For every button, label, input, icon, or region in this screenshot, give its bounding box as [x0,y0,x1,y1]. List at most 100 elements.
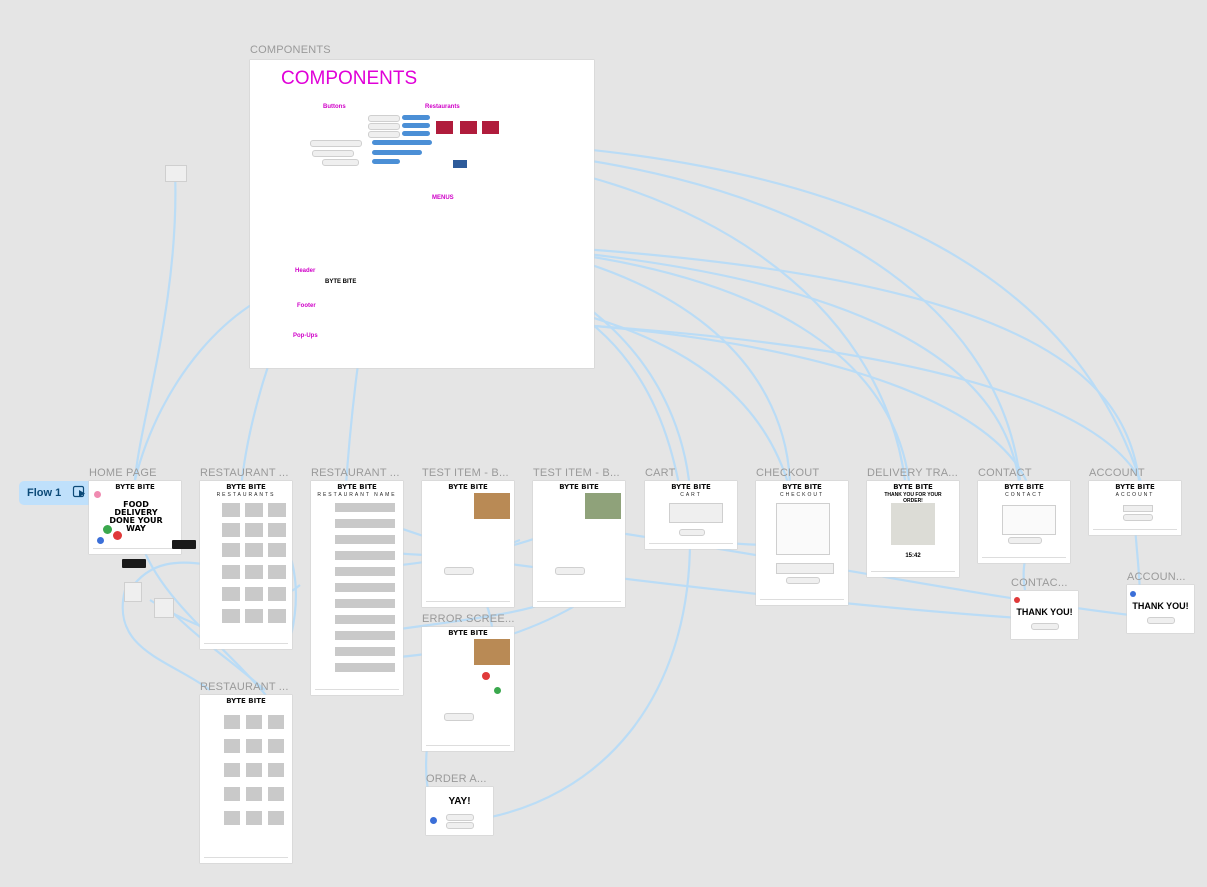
frame-error-screen[interactable]: BYTE BITE [422,627,514,751]
dish-thumb[interactable] [268,739,284,753]
frame-label-home[interactable]: HOME PAGE [89,467,157,479]
add-to-cart-button[interactable] [444,567,474,575]
frame-label-contact[interactable]: CONTACT [978,467,1032,479]
delivery-map[interactable] [891,503,935,545]
frame-order-confirm[interactable]: YAY! [426,787,493,835]
restaurant-thumb[interactable] [222,523,240,537]
account-input[interactable] [1123,505,1153,512]
menu-row[interactable] [335,663,395,672]
restaurant-thumb[interactable] [245,523,263,537]
component-button-blue-1[interactable] [402,115,430,120]
note-card[interactable] [154,598,174,618]
frame-label-account-thanks[interactable]: ACCOUN... [1127,571,1186,583]
dish-thumb[interactable] [224,811,240,825]
component-button-2[interactable] [368,123,400,130]
menu-row[interactable] [335,567,395,576]
dish-thumb[interactable] [224,715,240,729]
frame-label-test-item-1[interactable]: TEST ITEM - B... [422,467,509,479]
frame-contact-thanks[interactable]: THANK YOU! [1011,591,1078,639]
restaurant-thumb[interactable] [222,587,240,601]
dish-thumb[interactable] [268,787,284,801]
add-to-cart-button[interactable] [444,713,474,721]
play-icon[interactable] [72,484,88,500]
frame-label-account[interactable]: ACCOUNT [1089,467,1145,479]
component-button-3[interactable] [368,131,400,138]
frame-label-components[interactable]: COMPONENTS [250,44,331,56]
cancel-button[interactable] [446,822,474,829]
dish-thumb[interactable] [268,763,284,777]
frame-label-order-confirm[interactable]: ORDER A... [426,773,487,785]
restaurant-thumb[interactable] [268,587,286,601]
component-button-blue-2[interactable] [402,123,430,128]
note-card[interactable] [124,582,142,602]
component-button-blue-5[interactable] [372,159,400,164]
contact-message-field[interactable] [1002,505,1056,535]
dish-thumb[interactable] [224,787,240,801]
menu-row[interactable] [335,631,395,640]
send-button[interactable] [1008,537,1042,544]
dish-thumb[interactable] [246,787,262,801]
frame-label-contact-thanks[interactable]: CONTAC... [1011,577,1068,589]
frame-label-restaurant-grid[interactable]: RESTAURANT ... [200,681,289,693]
frame-contact[interactable]: BYTE BITE CONTACT [978,481,1070,563]
restaurant-thumb[interactable] [222,503,240,517]
dish-thumb[interactable] [246,715,262,729]
confirm-button[interactable] [446,814,474,821]
annotation-note[interactable] [172,540,196,549]
component-button-4[interactable] [312,150,354,157]
menu-row[interactable] [335,599,395,608]
frame-label-restaurant-name[interactable]: RESTAURANT ... [311,467,400,479]
dish-thumb[interactable] [268,811,284,825]
frame-restaurant-list[interactable]: BYTE BITE RESTAURANTS [200,481,292,649]
restaurant-thumb[interactable] [222,565,240,579]
frame-restaurant-grid[interactable]: BYTE BITE [200,695,292,863]
frame-delivery[interactable]: BYTE BITE THANK YOU FOR YOUR ORDER! 15:4… [867,481,959,577]
frame-checkout[interactable]: BYTE BITE CHECKOUT [756,481,848,605]
dish-thumb[interactable] [246,811,262,825]
frame-test-item-1[interactable]: BYTE BITE [422,481,514,607]
restaurant-thumb[interactable] [222,609,240,623]
frame-cart[interactable]: BYTE BITE CART [645,481,737,549]
frame-components[interactable]: COMPONENTS Buttons Restaurants MENUS Hea… [250,60,594,368]
component-button-blue-4[interactable] [372,150,422,155]
frame-account[interactable]: BYTE BITE ACCOUNT [1089,481,1181,535]
add-to-cart-button[interactable] [555,567,585,575]
component-button-5[interactable] [322,159,359,166]
sign-in-button[interactable] [1123,514,1153,521]
frame-label-error-screen[interactable]: ERROR SCREE... [422,613,515,625]
dish-thumb[interactable] [268,715,284,729]
place-order-button[interactable] [786,577,820,584]
menu-row[interactable] [335,615,395,624]
frame-label-cart[interactable]: CART [645,467,676,479]
frame-label-checkout[interactable]: CHECKOUT [756,467,820,479]
restaurant-thumb[interactable] [245,543,263,557]
menu-row[interactable] [335,551,395,560]
restaurant-thumb[interactable] [268,565,286,579]
dish-thumb[interactable] [246,763,262,777]
component-button-blue-3[interactable] [402,131,430,136]
component-button-1[interactable] [368,115,400,122]
restaurant-thumb[interactable] [245,565,263,579]
restaurant-thumb[interactable] [245,587,263,601]
menu-row[interactable] [335,519,395,528]
menu-row[interactable] [335,647,395,656]
menu-row[interactable] [335,583,395,592]
frame-test-item-2[interactable]: BYTE BITE [533,481,625,607]
dish-thumb[interactable] [224,763,240,777]
restaurant-thumb[interactable] [268,523,286,537]
frame-label-test-item-2[interactable]: TEST ITEM - B... [533,467,620,479]
menu-row[interactable] [335,535,395,544]
annotation-note[interactable] [122,559,146,568]
restaurant-thumb[interactable] [268,609,286,623]
frame-account-thanks[interactable]: THANK YOU! [1127,585,1194,633]
frame-home[interactable]: BYTE BITE FOOD DELIVERY DONE YOUR WAY [89,481,181,554]
dish-thumb[interactable] [246,739,262,753]
close-button[interactable] [1147,617,1175,624]
frame-label-restaurant-list[interactable]: RESTAURANT ... [200,467,289,479]
restaurant-thumb[interactable] [222,543,240,557]
component-button-wide[interactable] [310,140,362,147]
component-button-blue-wide[interactable] [372,140,432,145]
dish-thumb[interactable] [224,739,240,753]
restaurant-thumb[interactable] [245,609,263,623]
